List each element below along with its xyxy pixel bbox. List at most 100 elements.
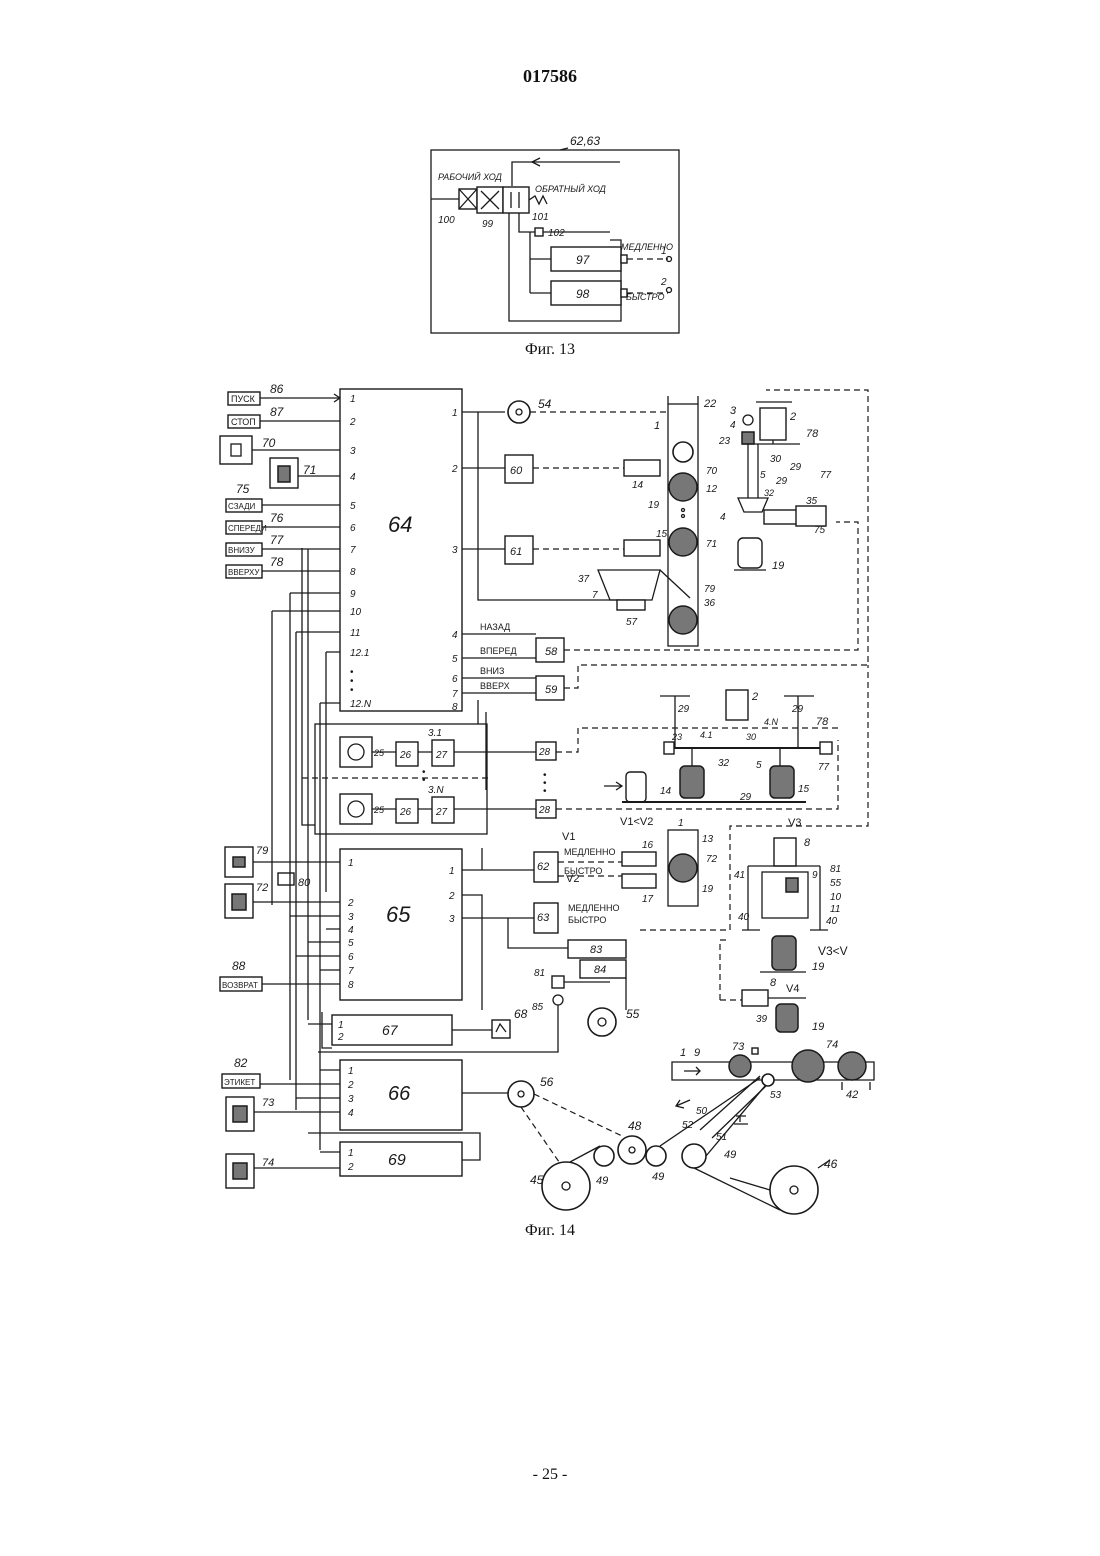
ref-4-1: 4.1 — [700, 730, 713, 740]
photosensor-25-N — [340, 794, 372, 824]
out65-1: 1 — [449, 866, 455, 877]
ref-19-bottom: 19 — [812, 1021, 824, 1033]
label-down: ВНИЗ — [480, 666, 504, 676]
block-28-a-label: 28 — [538, 747, 551, 758]
ref-32-mid: 32 — [718, 758, 730, 769]
button-top-label: ВВЕРХУ — [228, 568, 260, 577]
coil-under-4-1 — [680, 766, 704, 798]
ref-1-low: 1 — [680, 1047, 686, 1059]
in64-3: 3 — [350, 446, 356, 457]
speed-cmp-12: V1<V2 — [620, 816, 653, 828]
block-59-label: 59 — [545, 684, 557, 696]
controller-64 — [340, 389, 462, 711]
svg-text:•: • — [422, 775, 426, 786]
speed-cmp-3: V3<V — [818, 944, 848, 958]
ref-19: 19 — [648, 500, 660, 511]
ref-10: 10 — [830, 892, 842, 903]
button-stop: СТОП 87 — [228, 405, 285, 428]
ref-14: 14 — [632, 480, 644, 491]
ref-40: 40 — [738, 912, 750, 923]
button-front: СПЕРЕДИ 76 — [226, 511, 284, 534]
block-28-b-label: 28 — [538, 805, 551, 816]
block-62-label: 62 — [537, 861, 549, 873]
label-forward: ВПЕРЕД — [480, 646, 517, 656]
ref-39: 39 — [756, 1014, 768, 1025]
ref-52: 52 — [682, 1120, 694, 1131]
ref-23-mid: 23 — [671, 732, 682, 742]
ref-13: 13 — [702, 834, 714, 845]
block-63-label: 63 — [537, 912, 550, 924]
ref-22: 22 — [703, 398, 716, 410]
ref-11: 11 — [830, 904, 840, 915]
ref-45: 45 — [530, 1173, 544, 1187]
in64-12-N: 12.N — [350, 699, 372, 710]
ref-70b: 70 — [706, 466, 718, 477]
ref-8: 8 — [804, 837, 811, 849]
in69-2: 2 — [347, 1162, 354, 1173]
in66-4: 4 — [348, 1108, 354, 1119]
coil-under-4-N — [770, 766, 794, 798]
block-60-label: 60 — [510, 465, 523, 477]
ref-72b: 72 — [706, 854, 718, 865]
block-61-label: 61 — [510, 546, 522, 558]
in64-8: 8 — [350, 567, 356, 578]
in64-2: 2 — [349, 417, 356, 428]
ref-75b: 75 — [814, 525, 826, 536]
in65-6: 6 — [348, 952, 354, 963]
roll-49-a — [594, 1146, 614, 1166]
button-front-label: СПЕРЕДИ — [228, 524, 267, 533]
in64-5: 5 — [350, 501, 356, 512]
button-rear-label: СЗАДИ — [228, 502, 256, 511]
in67-2: 2 — [337, 1032, 344, 1043]
ref-76: 76 — [270, 511, 284, 525]
ref-77b: 77 — [820, 470, 832, 481]
in64-12-1: 12.1 — [350, 648, 369, 659]
in69-1: 1 — [348, 1148, 354, 1159]
ref-70: 70 — [262, 436, 276, 450]
ref-37: 37 — [578, 574, 590, 585]
ref-1-mid: 1 — [678, 818, 684, 829]
ref-30: 30 — [770, 454, 782, 465]
ref-19-lower: 19 — [812, 961, 824, 973]
ref-81b: 81 — [534, 968, 545, 979]
ref-79b: 79 — [704, 584, 716, 595]
controller-69-label: 69 — [388, 1152, 406, 1169]
speed-v4: V4 — [786, 983, 799, 995]
block-83-label: 83 — [590, 944, 603, 956]
in64-10: 10 — [350, 607, 362, 618]
ref-49-c: 49 — [724, 1149, 736, 1161]
svg-text:•: • — [350, 685, 354, 696]
button-start: ПУСК 86 — [228, 382, 284, 405]
ref-35: 35 — [806, 496, 818, 507]
in65-2: 2 — [347, 898, 354, 909]
ref-4-small: 4 — [720, 512, 726, 523]
ref-73: 73 — [262, 1097, 275, 1109]
ref-5: 5 — [760, 470, 766, 481]
in66-2: 2 — [347, 1080, 354, 1091]
sensor-72: 72 — [225, 882, 268, 918]
roll-54 — [508, 401, 530, 423]
ref-1: 1 — [654, 420, 660, 432]
ref-71: 71 — [303, 463, 316, 477]
coil-70 — [669, 473, 697, 501]
ref-77-mid: 77 — [818, 762, 830, 773]
button-top: ВВЕРХУ 78 — [226, 555, 284, 578]
ref-30-mid: 30 — [746, 732, 756, 742]
ref-27b: 27 — [435, 807, 448, 818]
ref-5-mid: 5 — [756, 760, 762, 771]
ref-49-b: 49 — [652, 1171, 664, 1183]
ref-29: 29 — [789, 462, 802, 473]
in65-1: 1 — [348, 858, 354, 869]
ref-87: 87 — [270, 405, 285, 419]
in65-8: 8 — [348, 980, 354, 991]
controller-67-label: 67 — [382, 1022, 399, 1038]
figure-14-caption: Фиг. 14 — [0, 1222, 1100, 1240]
page-number: - 25 - — [0, 1466, 1100, 1484]
out65-2: 2 — [448, 891, 455, 902]
sensor-73: 73 — [226, 1097, 275, 1131]
ref-17: 17 — [642, 894, 654, 905]
ref-78b: 78 — [806, 428, 819, 440]
bottle-19-mid — [626, 772, 646, 802]
in65-3: 3 — [348, 912, 354, 923]
ref-78: 78 — [270, 555, 284, 569]
